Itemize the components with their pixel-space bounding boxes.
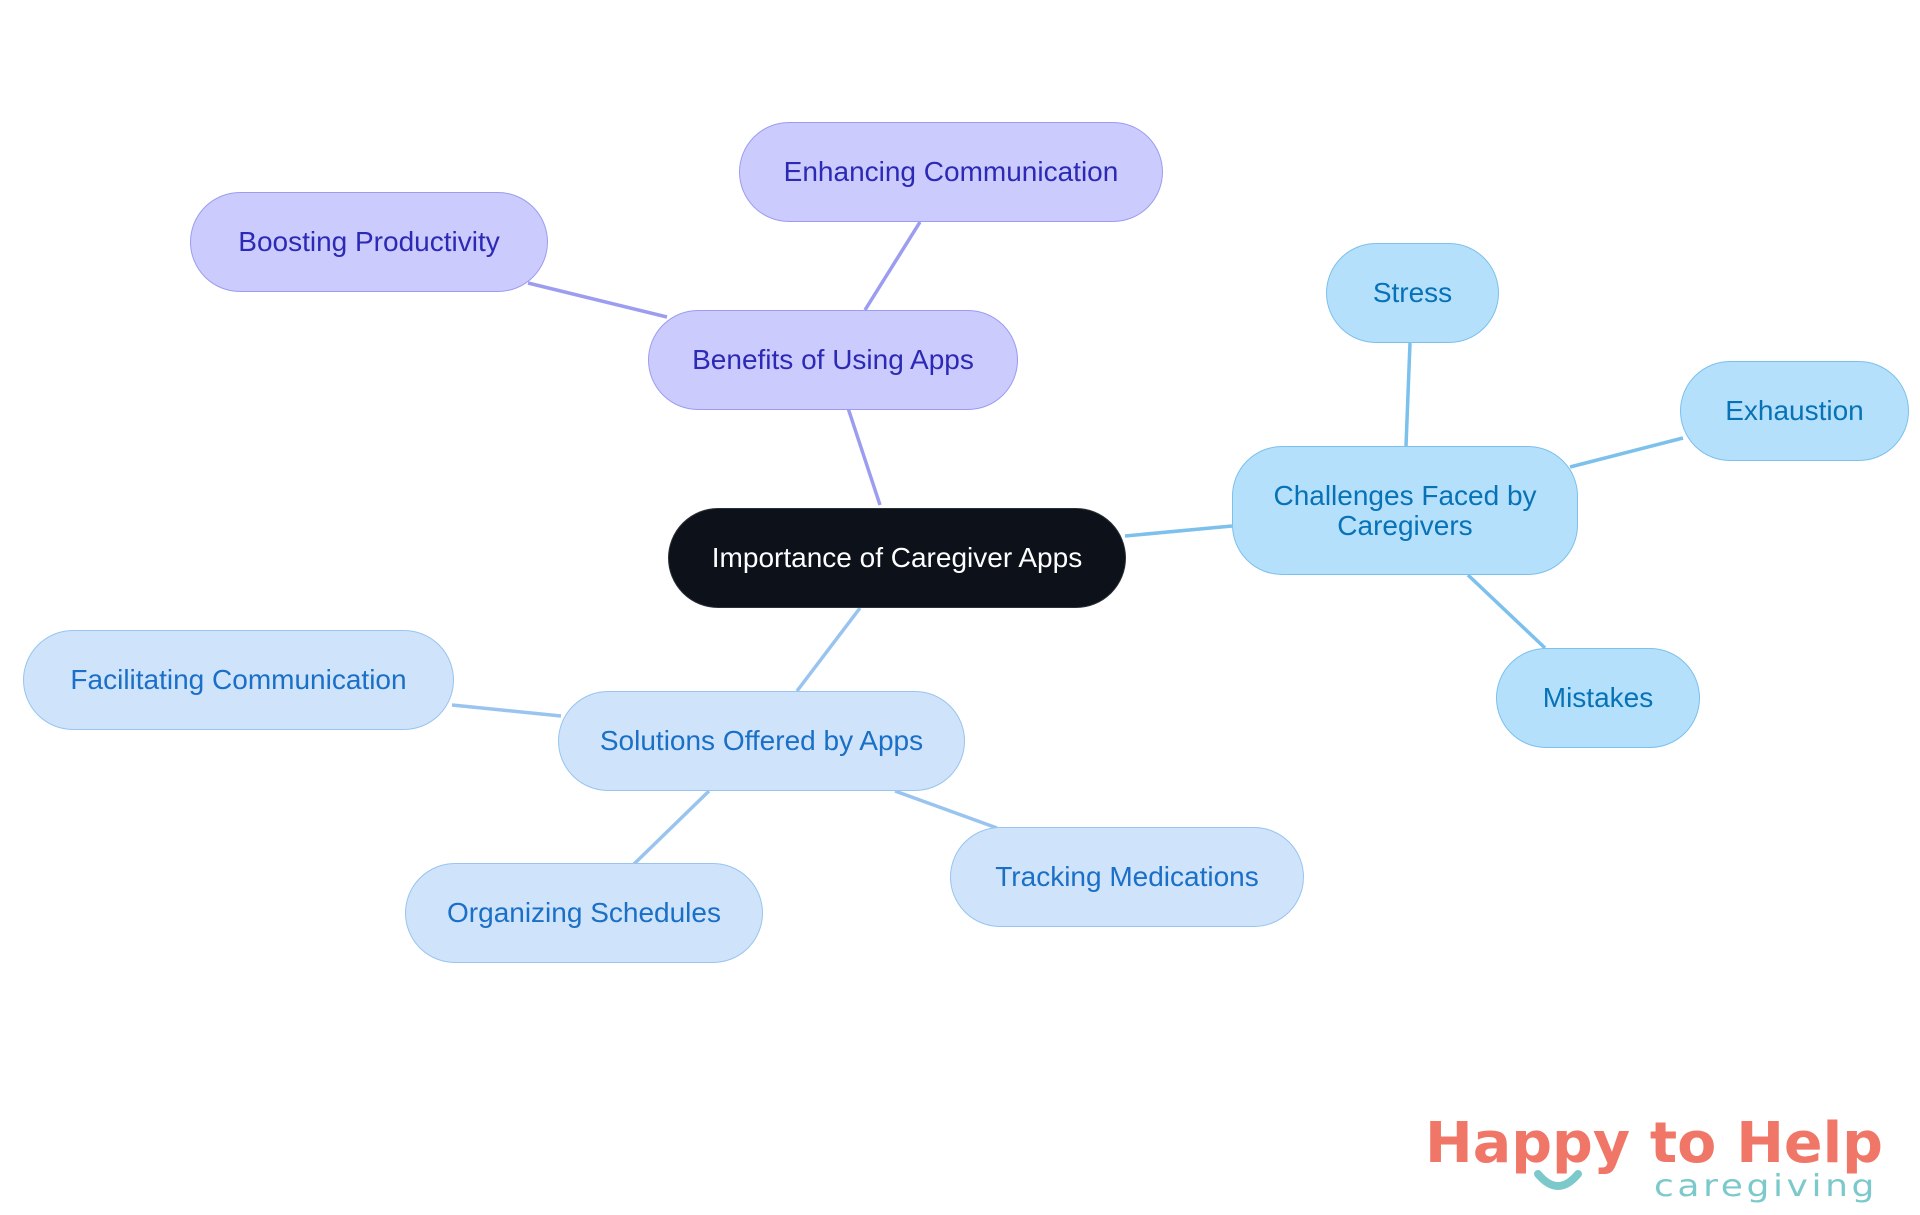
edge-center-challenges (1124, 524, 1233, 538)
leaf-node-facilitating-communication[interactable]: Facilitating Communication (23, 630, 454, 730)
edge-center-benefits (846, 407, 882, 506)
central-node[interactable]: Importance of Caregiver Apps (668, 508, 1126, 608)
leaf-node-exhaustion[interactable]: Exhaustion (1680, 361, 1909, 461)
branch-node-challenges[interactable]: Challenges Faced by Caregivers (1232, 446, 1578, 575)
logo-tagline: caregiving (1654, 1169, 1878, 1204)
edge-solutions-facilitating (451, 703, 562, 718)
edge-challenges-exhaustion (1569, 436, 1684, 469)
leaf-node-tracking-medications[interactable]: Tracking Medications (950, 827, 1304, 927)
leaf-node-organizing-schedules[interactable]: Organizing Schedules (405, 863, 763, 963)
edge-solutions-tracking (894, 789, 998, 830)
edge-challenges-stress (1404, 342, 1412, 447)
edge-challenges-mistakes (1466, 573, 1547, 650)
logo-smile-icon (1534, 1170, 1582, 1190)
leaf-node-stress[interactable]: Stress (1326, 243, 1499, 343)
edge-benefits-enhancing (863, 221, 922, 311)
branch-node-benefits[interactable]: Benefits of Using Apps (648, 310, 1018, 410)
edge-benefits-boosting (527, 281, 668, 319)
logo-wordmark: Happy to Help (1425, 1111, 1883, 1176)
leaf-node-mistakes[interactable]: Mistakes (1496, 648, 1700, 748)
leaf-node-boosting-productivity[interactable]: Boosting Productivity (190, 192, 548, 292)
edge-center-solutions (795, 606, 862, 693)
branch-node-solutions[interactable]: Solutions Offered by Apps (558, 691, 965, 791)
brand-logo: Happy to Help caregiving (1425, 1111, 1883, 1204)
edge-solutions-organizing (632, 789, 711, 866)
leaf-node-enhancing-communication[interactable]: Enhancing Communication (739, 122, 1163, 222)
